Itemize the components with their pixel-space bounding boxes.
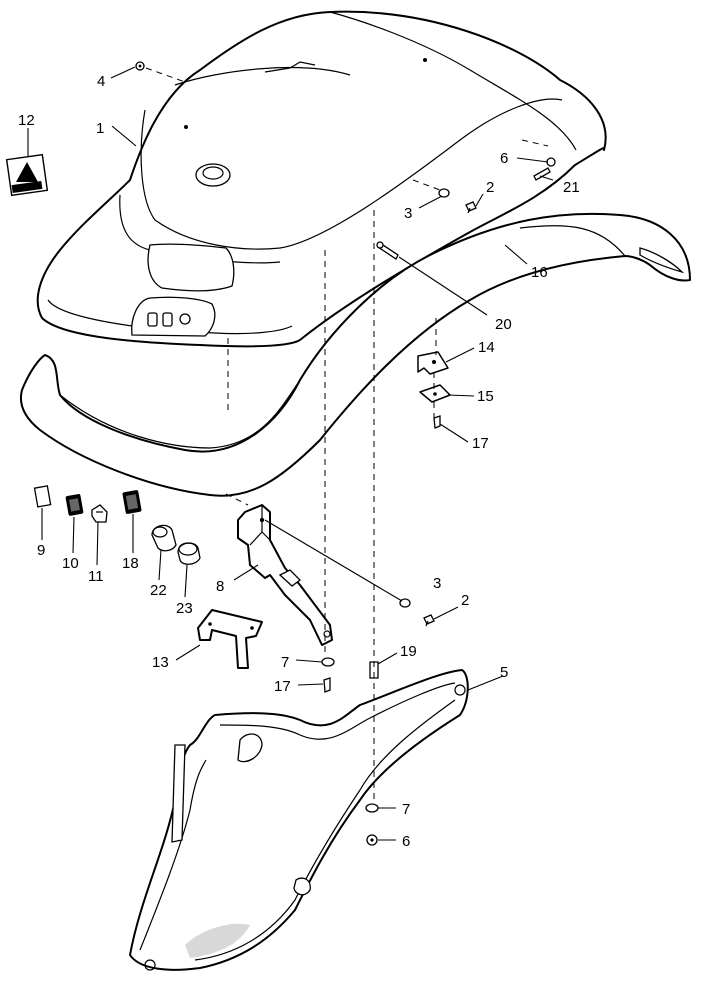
part-9-lens — [33, 485, 52, 508]
fastener-7-washer-lower — [365, 803, 379, 813]
callout-9: 9 — [37, 542, 45, 559]
fastener-2-screw-lower — [423, 614, 435, 627]
callout-5: 5 — [500, 664, 508, 681]
part-5-inner-fender — [129, 669, 469, 971]
callout-18: 18 — [122, 555, 139, 572]
fastener-17-screw-upper — [433, 415, 441, 429]
fastener-3-washer-upper — [438, 188, 450, 198]
callout-7b: 7 — [402, 801, 410, 818]
callout-7a: 7 — [281, 654, 289, 671]
leader-lines — [27, 66, 554, 841]
part-8-bracket — [237, 504, 333, 646]
part-16-fender-shell — [20, 212, 691, 497]
part-1-fender-hood — [36, 10, 607, 348]
callout-labels: 1 2 2 3 3 4 5 6 6 7 7 8 9 10 11 12 13 14… — [18, 73, 580, 850]
part-11-clip — [91, 504, 108, 523]
callout-6b: 6 — [402, 833, 410, 850]
fastener-6-nut-lower — [366, 834, 378, 846]
fastener-7-washer-upper — [321, 657, 335, 667]
part-22-bulb-socket — [151, 524, 177, 552]
callout-4: 4 — [97, 73, 105, 90]
fastener-2-screw-upper — [465, 201, 477, 214]
fastener-4-nut — [135, 61, 145, 71]
part-14-clip-nut — [417, 351, 449, 375]
part-10-reflector — [65, 494, 84, 516]
callout-13: 13 — [152, 654, 169, 671]
fastener-19-stud — [369, 661, 379, 679]
callout-16: 16 — [531, 264, 548, 281]
callout-1: 1 — [96, 120, 104, 137]
callout-3b: 3 — [433, 575, 441, 592]
part-23-bulb — [177, 542, 201, 565]
callout-19: 19 — [400, 643, 417, 660]
callout-20: 20 — [495, 316, 512, 333]
part-18-reflector — [122, 490, 142, 514]
callout-21: 21 — [563, 179, 580, 196]
fastener-6-washer-upper — [546, 157, 556, 167]
assembly-lines — [145, 67, 549, 800]
callout-2b: 2 — [461, 592, 469, 609]
callout-17a: 17 — [472, 435, 489, 452]
callout-12: 12 — [18, 112, 35, 129]
callout-14: 14 — [478, 339, 495, 356]
callout-10: 10 — [62, 555, 79, 572]
callout-8: 8 — [216, 578, 224, 595]
part-15-retainer — [419, 384, 451, 403]
callout-3a: 3 — [404, 205, 412, 222]
callout-17b: 17 — [274, 678, 291, 695]
part-13-mounting-bracket — [197, 609, 263, 669]
fastener-21-bolt — [533, 167, 551, 181]
callout-15: 15 — [477, 388, 494, 405]
callout-6a: 6 — [500, 150, 508, 167]
fastener-20-bolt — [376, 241, 399, 260]
callout-23: 23 — [176, 600, 193, 617]
callout-11: 11 — [88, 568, 104, 585]
callout-2a: 2 — [486, 179, 494, 196]
part-12-warning-decal — [5, 153, 49, 197]
callout-22: 22 — [150, 582, 167, 599]
fastener-3-washer-lower — [399, 598, 411, 608]
fastener-17-screw-lower — [323, 677, 331, 693]
